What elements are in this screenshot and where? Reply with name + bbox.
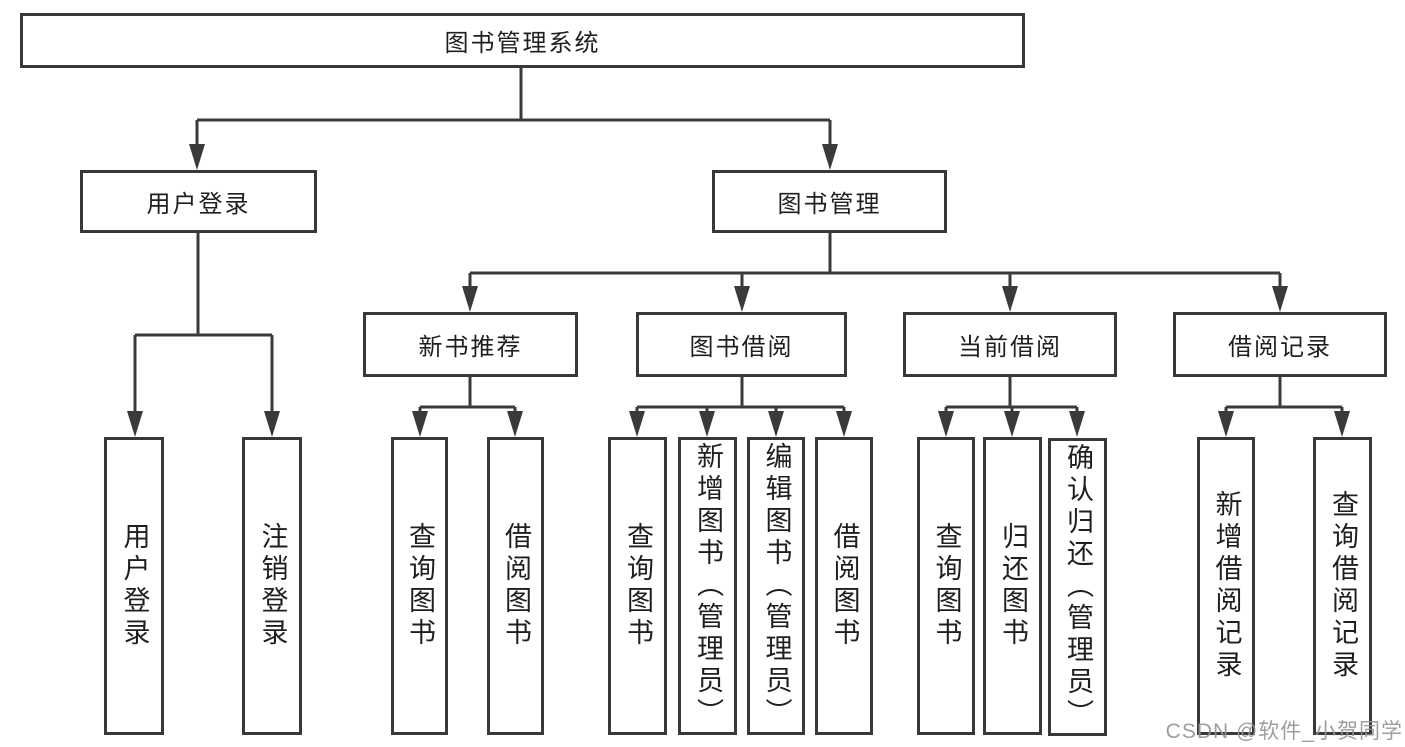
leaf-user-login: 用户登录 [104,437,164,735]
leaf-borrow-books-2: 借阅图书 [815,437,873,735]
leaf-confirm-return-admin: 确认归还（管理员） [1048,438,1107,736]
root-node-label: 图书管理系统 [444,30,601,57]
arrow-down-icon [734,286,750,312]
node-user-login: 用户登录 [80,170,317,233]
node-book-management-label: 图书管理 [777,191,882,218]
leaf-query-borrow-record-label: 查询借阅记录 [1328,490,1358,682]
leaf-borrow-books-1-label: 借阅图书 [501,522,531,650]
arrow-down-icon [412,411,428,437]
leaf-borrow-books-1: 借阅图书 [487,437,544,735]
node-current-borrowing-label: 当前借阅 [958,334,1062,361]
arrow-down-icon [1002,286,1018,312]
leaf-query-borrow-record: 查询借阅记录 [1313,437,1372,735]
leaf-query-books-2-label: 查询图书 [623,522,653,650]
arrow-down-icon [629,411,645,437]
arrow-down-icon [1069,411,1085,437]
root-node-library-system: 图书管理系统 [20,13,1025,68]
arrow-down-icon [189,144,205,170]
arrow-down-icon [822,144,838,170]
leaf-add-books-admin-label: 新增图书（管理员） [693,442,723,730]
node-borrowing-records: 借阅记录 [1173,312,1387,377]
leaf-logout-label: 注销登录 [257,522,288,650]
leaf-return-books: 归还图书 [983,437,1042,735]
leaf-query-books-1: 查询图书 [391,437,448,735]
arrow-down-icon [507,411,523,437]
leaf-return-books-label: 归还图书 [998,522,1028,650]
arrow-down-icon [462,286,478,312]
node-book-borrowing-label: 图书借阅 [689,334,794,361]
leaf-borrow-books-2-label: 借阅图书 [829,522,860,650]
node-borrowing-records-label: 借阅记录 [1228,334,1332,361]
node-book-management: 图书管理 [712,170,947,233]
arrow-down-icon [1004,411,1020,437]
node-current-borrowing: 当前借阅 [903,312,1117,377]
node-book-borrowing: 图书借阅 [636,312,847,377]
arrow-down-icon [836,411,852,437]
leaf-query-books-3-label: 查询图书 [931,522,962,650]
arrow-down-icon [264,411,280,437]
arrow-down-icon [127,411,143,437]
arrow-down-icon [1334,411,1350,437]
leaf-query-books-1-label: 查询图书 [405,522,435,650]
arrow-down-icon [1218,411,1234,437]
arrow-down-icon [768,411,784,437]
arrow-down-icon [699,411,715,437]
node-user-login-label: 用户登录 [146,191,251,218]
leaf-add-borrow-record-label: 新增借阅记录 [1211,490,1242,682]
node-new-book-recommendation-label: 新书推荐 [418,334,523,361]
leaf-confirm-return-admin-label: 确认归还（管理员） [1063,443,1093,731]
leaf-logout: 注销登录 [242,437,302,735]
leaf-add-books-admin: 新增图书（管理员） [678,437,737,735]
leaf-edit-books-admin: 编辑图书（管理员） [747,437,805,735]
node-new-book-recommendation: 新书推荐 [363,312,578,377]
leaf-query-books-2: 查询图书 [608,437,667,735]
leaf-edit-books-admin-label: 编辑图书（管理员） [761,442,792,730]
leaf-query-books-3: 查询图书 [917,437,975,735]
arrow-down-icon [938,411,954,437]
leaf-add-borrow-record: 新增借阅记录 [1197,437,1255,735]
leaf-user-login-label: 用户登录 [119,522,150,650]
csdn-watermark: CSDN @软件_小贺同学 [1165,720,1403,743]
arrow-down-icon [1272,286,1288,312]
